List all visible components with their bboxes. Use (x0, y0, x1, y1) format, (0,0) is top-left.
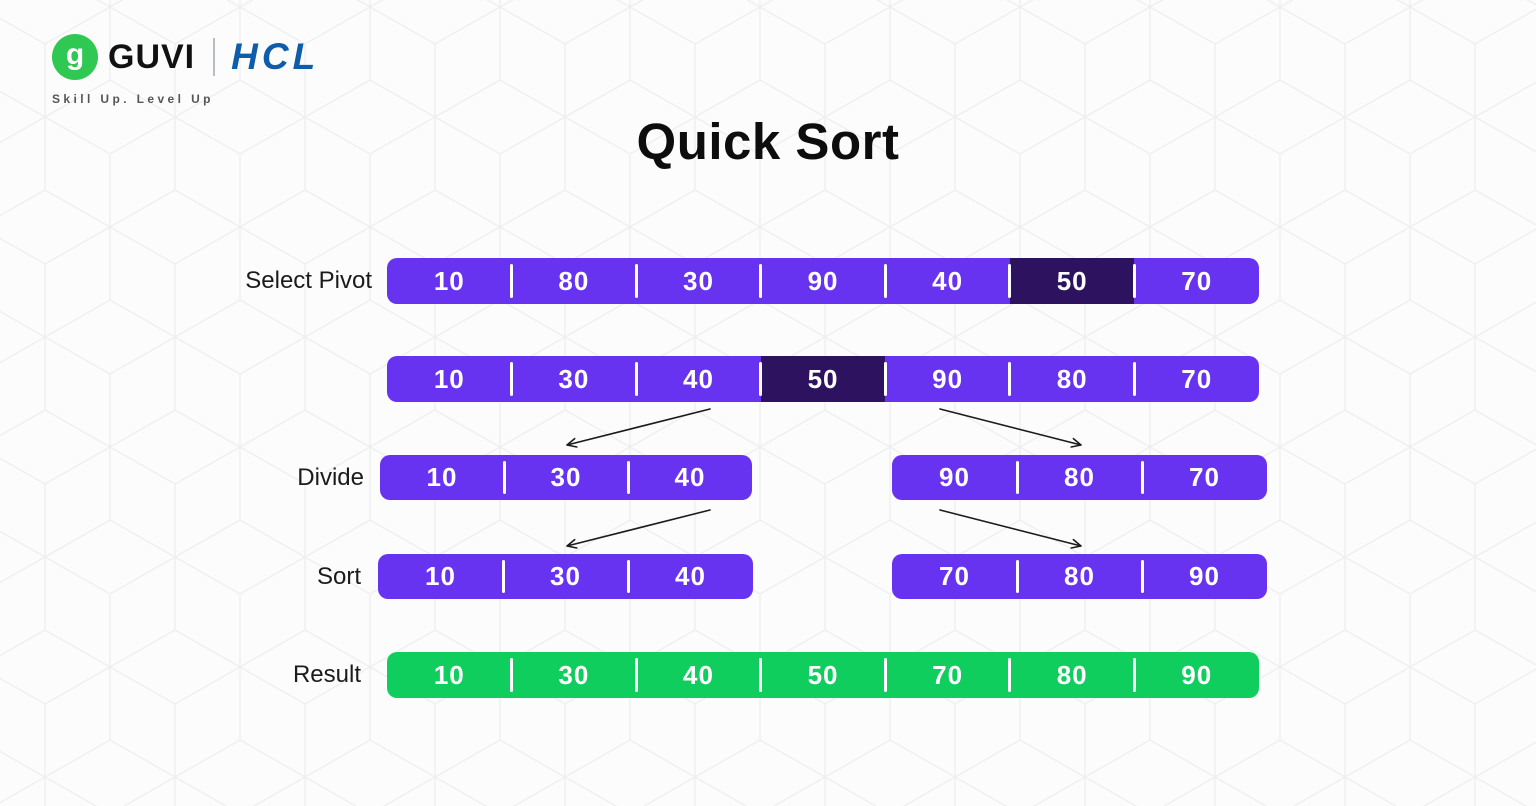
array-cell: 30 (510, 356, 637, 402)
array-cell: 80 (1008, 356, 1135, 402)
array-cell: 30 (501, 554, 628, 599)
label-divide: Divide (297, 463, 364, 491)
array-cell: 90 (939, 462, 970, 492)
array-cell: 30 (634, 258, 761, 304)
hcl-wordmark: HCL (231, 36, 320, 77)
array-cell: 90 (759, 258, 886, 304)
array-cell: 10 (425, 561, 456, 591)
array-cell: 70 (1132, 356, 1259, 402)
page-title: Quick Sort (636, 113, 900, 170)
logo-tagline: Skill Up. Level Up (52, 92, 214, 106)
array-cell: 80 (1015, 554, 1142, 599)
array-cell: 70 (939, 561, 970, 591)
logo-divider (213, 38, 216, 76)
label-select-pivot: Select Pivot (245, 267, 372, 294)
array-cell: 80 (1015, 455, 1142, 500)
array-cell: 80 (510, 258, 637, 304)
array-cell: 40 (626, 455, 752, 500)
array-cell: 40 (626, 554, 753, 599)
array-cell: 10 (433, 363, 465, 394)
array-cell: 30 (502, 455, 628, 500)
guvi-logo-icon: g (52, 34, 98, 80)
array-cell: 70 (1132, 258, 1259, 304)
array-cell: 80 (1008, 652, 1135, 698)
array-cell: 70 (883, 652, 1010, 698)
array-cell: 10 (433, 265, 465, 296)
array-cell: 50 (759, 652, 886, 698)
label-sort: Sort (316, 562, 361, 590)
array-cell: 40 (634, 356, 761, 402)
array-cell: 90 (883, 356, 1010, 402)
label-result: Result (292, 661, 361, 688)
array-cell: 90 (1140, 554, 1267, 599)
array-cell: 40 (883, 258, 1010, 304)
pivot-cell: 50 (1008, 258, 1135, 304)
array-cell: 70 (1140, 455, 1267, 500)
array-cell: 40 (634, 652, 761, 698)
array-cell: 90 (1132, 652, 1259, 698)
logo: g GUVI HCL Skill Up. Level Up (52, 34, 319, 106)
guvi-wordmark: GUVI (108, 37, 196, 76)
array-cell: 30 (510, 652, 637, 698)
array-cell: 10 (426, 462, 458, 492)
guvi-glyph: g (65, 38, 85, 71)
array-cell: 10 (433, 659, 465, 690)
pivot-cell: 50 (759, 356, 886, 402)
